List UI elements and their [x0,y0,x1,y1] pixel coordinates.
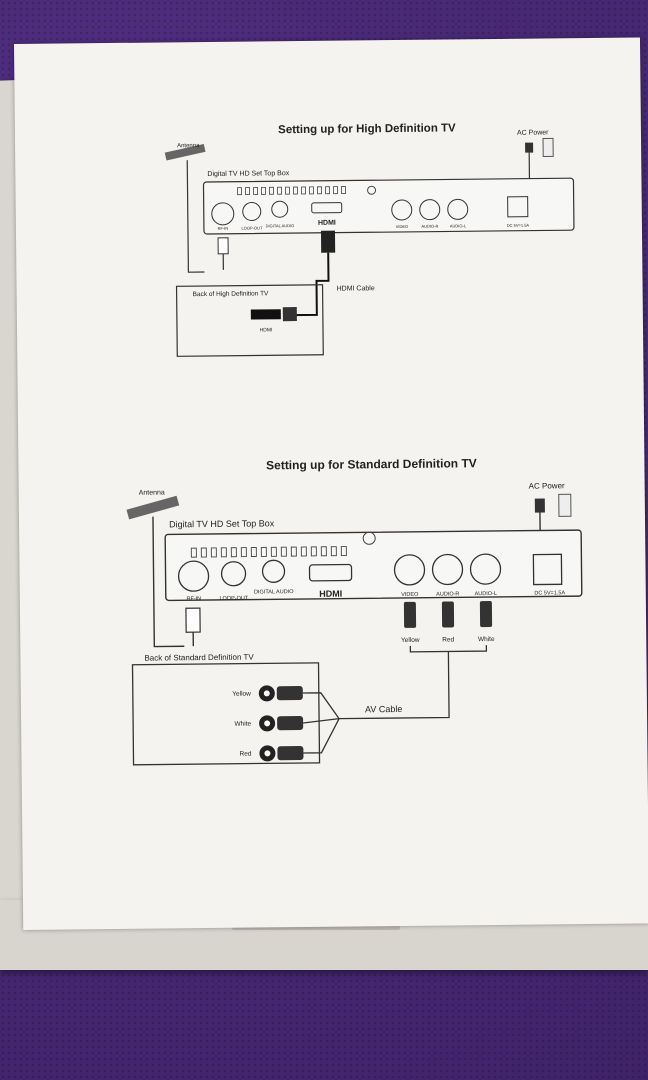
hd-screw [367,185,377,195]
hd-tv-hdmi-port [250,309,281,320]
sd-rf-in-port [177,560,210,592]
sd-rf-plug [185,607,201,633]
hd-port-label: VIDEO [396,224,409,229]
sd-audio-r-port [431,553,464,586]
hd-port-label: AUDIO-R [421,224,438,229]
hd-vent-row [237,186,346,196]
sd-antenna-label: Antenna [139,489,165,496]
sd-plug-color-label: White [478,636,495,643]
sd-rca-plugs [403,601,493,628]
hd-port-label: AUDIO-L [450,223,467,228]
sd-plug-color-label: Red [442,636,454,643]
sd-screw [362,531,376,545]
sd-ac-power-label: AC Power [529,481,565,490]
hd-video-port [391,199,413,221]
hd-hdmi-logo: HDMI [318,220,336,227]
sd-loop-out-port [220,561,247,587]
sd-tv-jack-label: White [234,721,251,728]
hd-ac-power-label: AC Power [517,129,549,136]
hd-ac-plug-icon [525,137,554,157]
sd-dc-port [532,553,563,586]
sd-audio-l-port [469,553,502,585]
hd-antenna-label: Antenna [177,143,200,149]
sd-tv-jack-label: Red [239,751,251,758]
sd-tv-jack-label: Yellow [232,691,251,698]
hd-tv-hdmi-plug [282,307,297,322]
hd-audio-r-port [419,199,441,221]
hd-digital-audio-port [271,200,289,218]
sd-tv-back [131,662,321,766]
sd-port-label: DIGITAL AUDIO [254,589,294,595]
sd-port-label: LOOP-OUT [219,596,248,602]
sd-port-label: VIDEO [401,592,419,598]
sd-tv-label: Back of Standard Definition TV [144,653,254,663]
sd-ac-plug-icon [534,493,572,517]
hd-rf-plug [217,237,229,255]
hd-tv-port-label: HDMI [260,327,273,333]
sd-tv-jacks [258,685,304,762]
hd-box-label: Digital TV HD Set Top Box [207,170,289,178]
sd-box-label: Digital TV HD Set Top Box [169,518,275,529]
hd-tv-label: Back of High Definition TV [193,290,269,298]
sd-plug-color-label: Yellow [401,637,420,644]
hd-port-label: DC 5V=1.5A [507,223,530,228]
hd-loop-out-port [242,202,262,222]
sd-vent-row [190,546,347,558]
sd-set-top-box [164,529,583,602]
sd-title: Setting up for Standard Definition TV [266,456,477,472]
sd-hdmi-port [308,563,353,582]
sd-video-port [393,554,426,586]
sd-port-label: AUDIO-R [436,591,459,597]
hd-cable-label: HDMI Cable [337,285,375,292]
sd-port-label: RF-IN [186,596,201,602]
sd-port-label: AUDIO-L [475,591,497,597]
sd-cable-label: AV Cable [365,704,402,714]
hd-title: Setting up for High Definition TV [278,122,456,136]
hd-port-label: DIGITAL AUDIO [266,223,295,228]
hd-hdmi-port [311,202,343,214]
hd-audio-l-port [447,198,469,220]
sd-antenna-icon [126,495,180,520]
instruction-sheet: Setting up for High Definition TV Antenn… [14,37,648,930]
hd-port-label: LOOP-OUT [241,225,262,230]
hd-rf-in-port [211,202,235,226]
hd-dc-port [507,196,529,218]
hd-tv-back [175,284,324,357]
setup-diagram: Setting up for High Definition TV Antenn… [126,122,583,766]
sd-port-label: DC 5V=1.5A [534,590,565,596]
sd-hdmi-logo: HDMI [319,589,342,599]
hd-antenna-icon [164,143,206,161]
sd-digital-audio-port [261,559,286,583]
hd-set-top-box [202,177,575,235]
hd-hdmi-plug [320,230,336,253]
hd-port-label: RF-IN [218,226,229,231]
